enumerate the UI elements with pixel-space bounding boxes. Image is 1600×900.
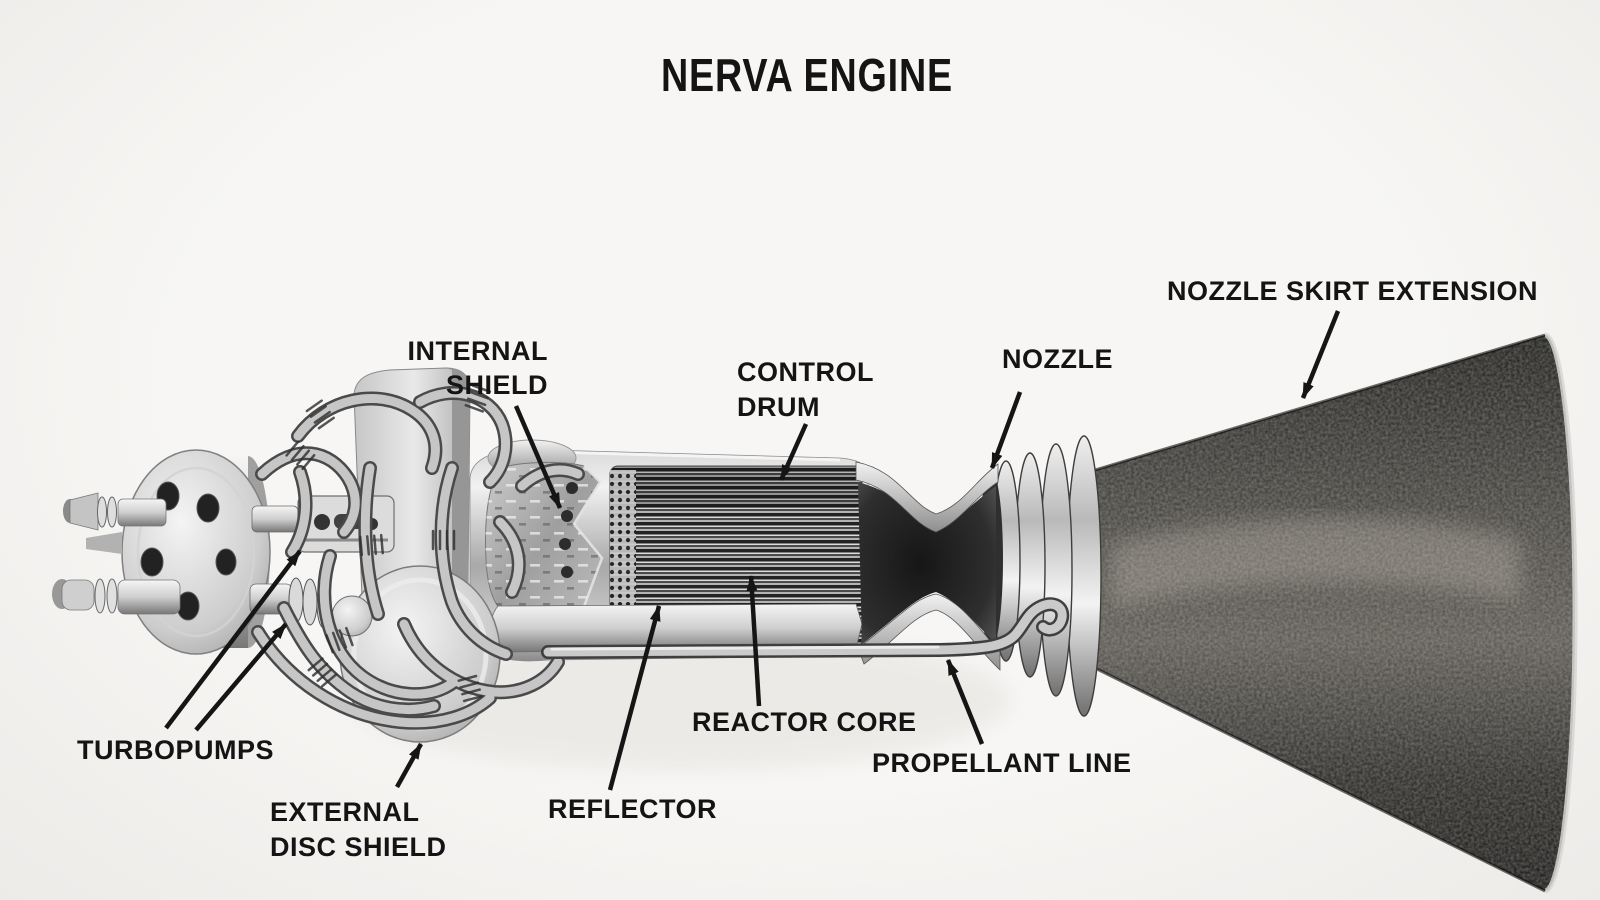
propellant-line-leader-arrow [945, 659, 985, 745]
internal-shield-label-line2: SHIELD [446, 370, 548, 400]
control-drum-leader-arrow [778, 423, 809, 481]
turbopumps-leader-arrow-1 [164, 549, 302, 730]
reflector-leader-arrow [607, 605, 662, 791]
external-disc-shield-label-line1: EXTERNAL [270, 797, 420, 827]
internal-shield-leader-arrow [513, 405, 563, 509]
reactor-core-leader-arrow [746, 575, 762, 707]
turbopump-shaft-upper [63, 492, 167, 554]
fitting-bolts [559, 482, 578, 578]
nozzle-leader-arrow [989, 391, 1023, 469]
soft-shadow [350, 630, 1010, 770]
nozzle-skirt-extension-label: NOZZLE SKIRT EXTENSION [1167, 276, 1538, 306]
control-drum-label-line2: DRUM [737, 392, 820, 422]
propellant-line-label: PROPELLANT LINE [872, 748, 1132, 778]
leader-lines [164, 310, 1341, 791]
external-disc-shield-label-line2: DISC SHIELD [270, 832, 447, 862]
control-drum-label-line1: CONTROL [737, 357, 874, 387]
internal-shield-part [485, 461, 604, 623]
turbopumps-label: TURBOPUMPS [77, 735, 274, 765]
propellant-line-part [541, 597, 1070, 659]
plumbing-cluster [251, 384, 585, 730]
reactor-core-part [609, 465, 863, 649]
control-drum-part [610, 466, 862, 508]
turbopump-shaft-lower [52, 578, 181, 615]
page-title: NERVA ENGINE [661, 49, 953, 101]
part-labels: INTERNAL SHIELD CONTROL DRUM NOZZLE NOZZ… [77, 276, 1538, 862]
reactor-core-label: REACTOR CORE [692, 707, 917, 737]
pipe-bellows [285, 384, 492, 703]
reflector-label: REFLECTOR [548, 794, 717, 824]
turbopumps-leader-arrow-2 [194, 622, 288, 732]
nozzle-skirt-extension-leader-arrow [1300, 310, 1341, 399]
nozzle-label: NOZZLE [1002, 344, 1113, 374]
turbopump-driveline-lower [249, 577, 373, 637]
internal-shield-label-line1: INTERNAL [408, 336, 549, 366]
nozzle-skirt-extension-part [1094, 332, 1578, 894]
external-disc-shield-leader-arrow [395, 742, 423, 789]
flange-holes [140, 481, 237, 621]
nozzle-part [855, 461, 1001, 671]
